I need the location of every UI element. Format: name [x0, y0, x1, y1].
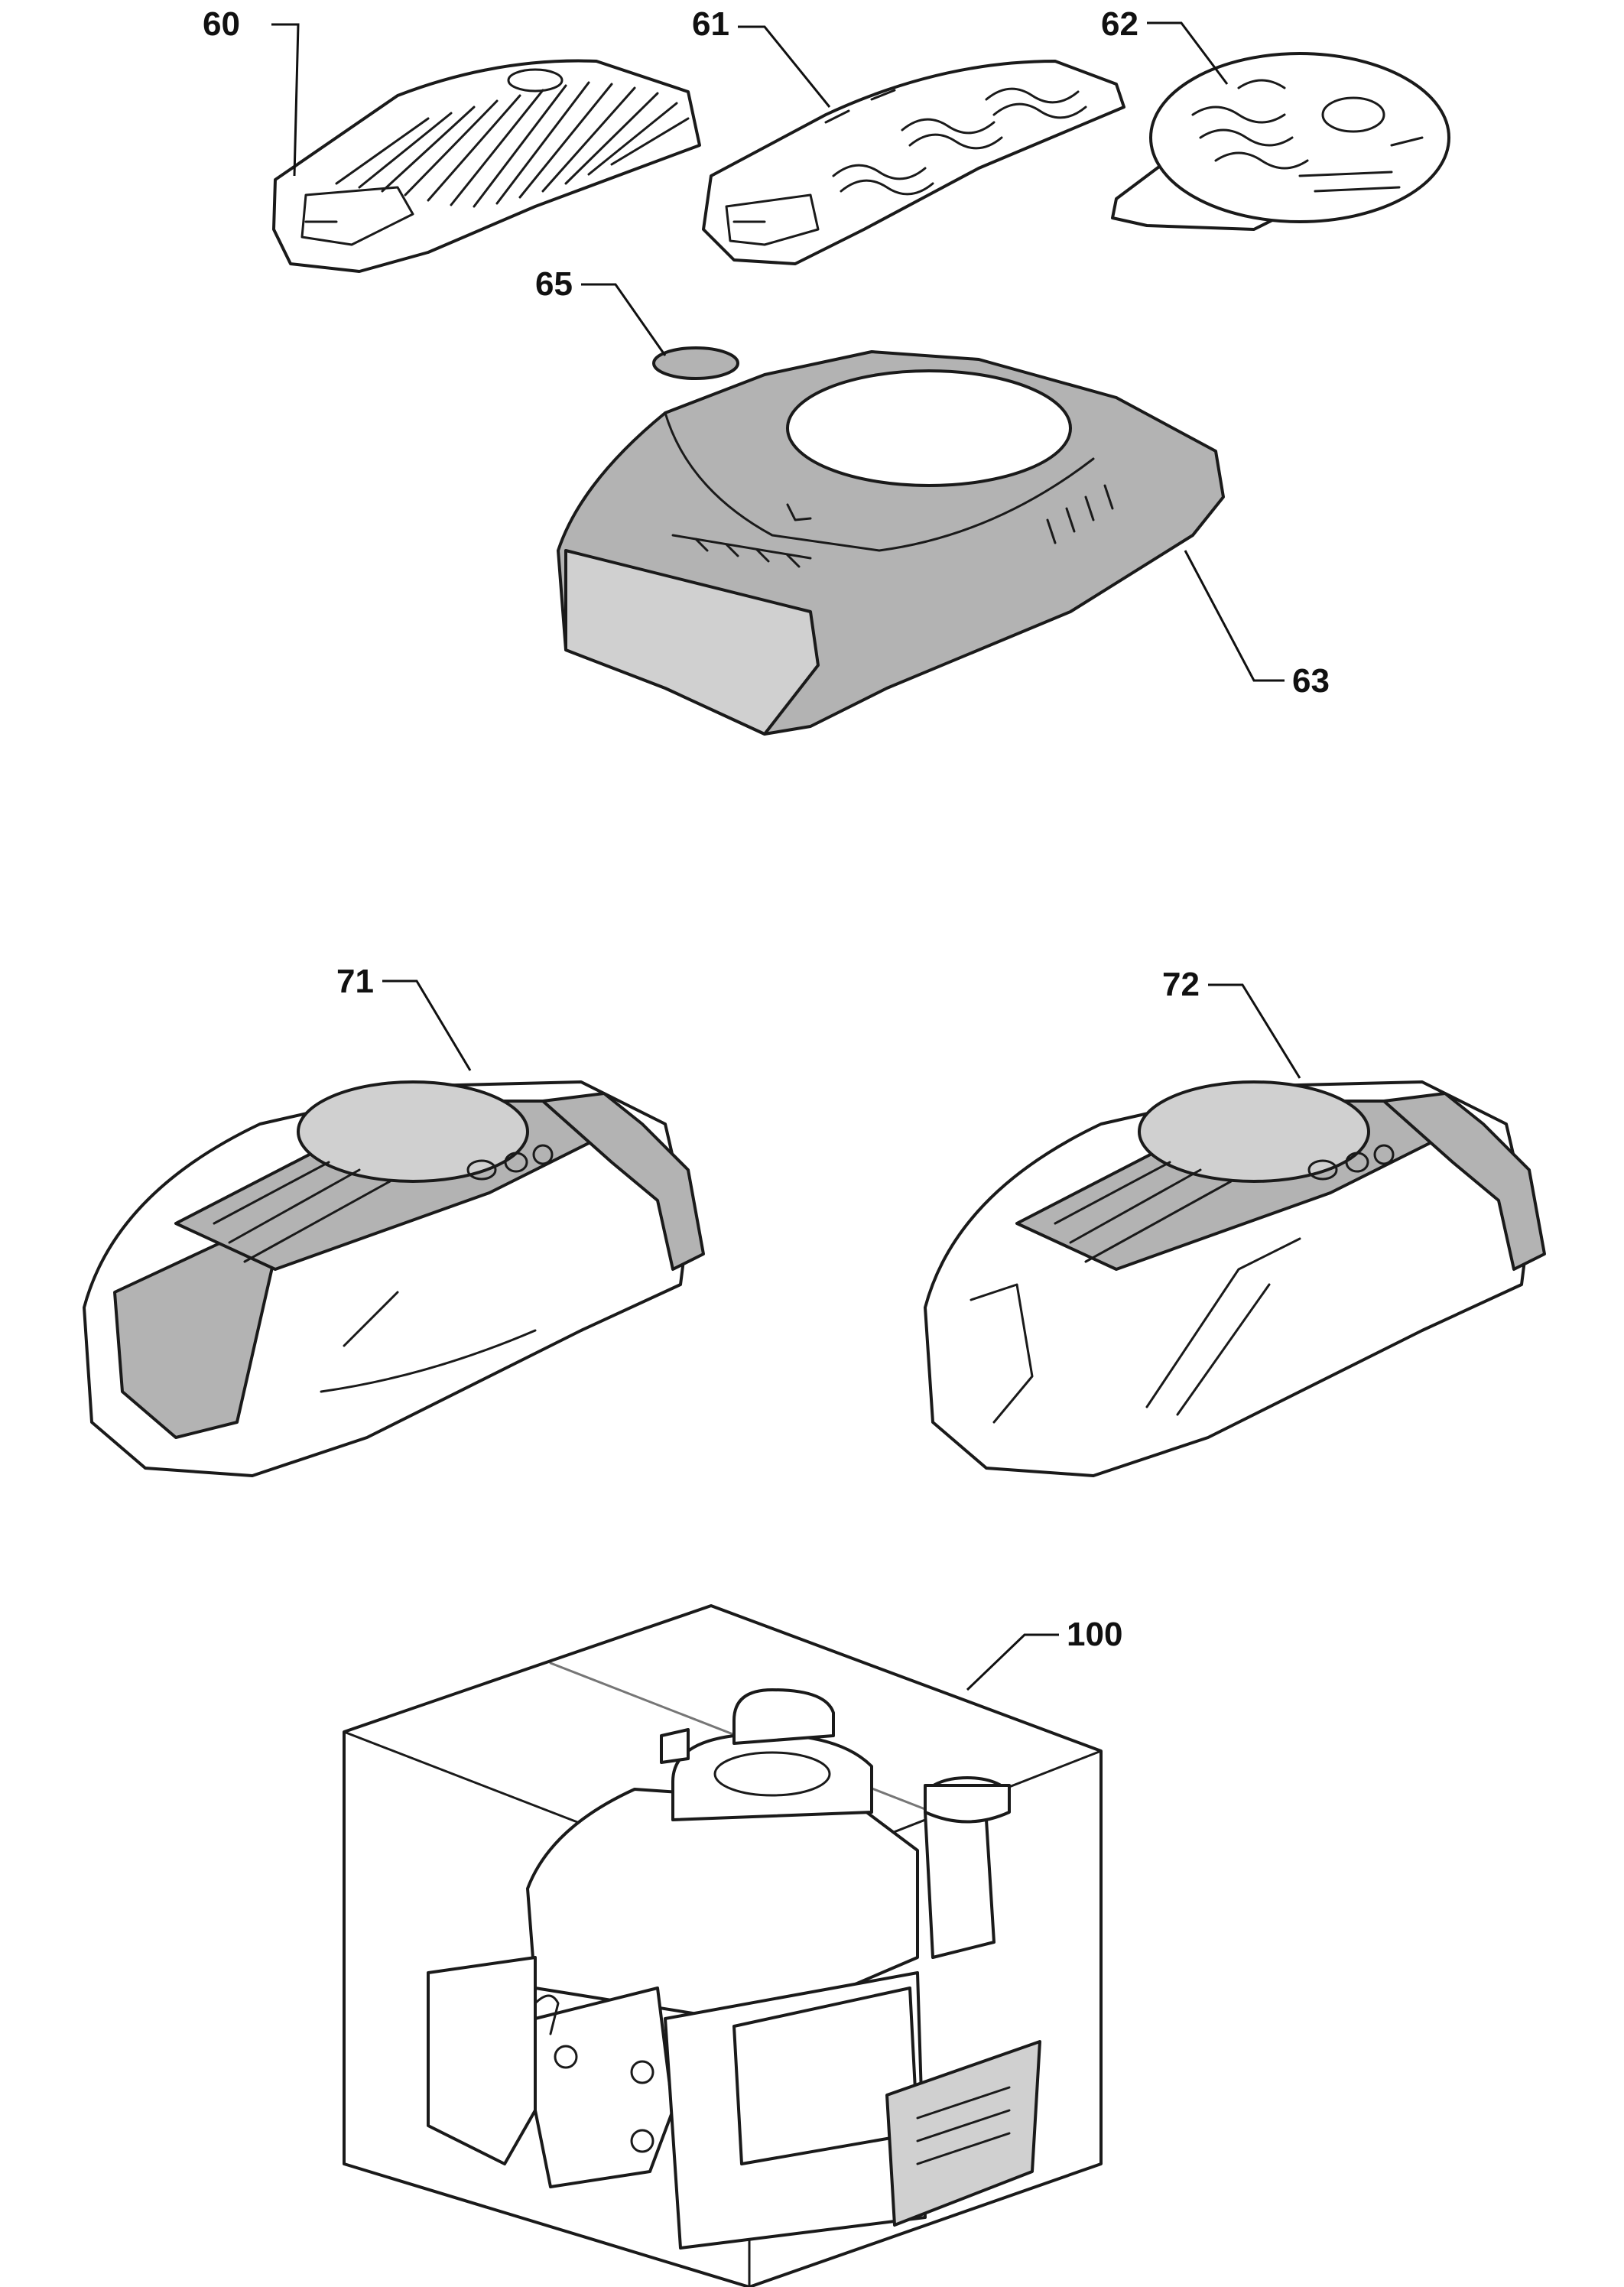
vent-slots-front: [694, 538, 801, 568]
part-62-round-cap[interactable]: [1111, 52, 1450, 231]
leader-65: [581, 283, 667, 356]
callout-63: 63: [1292, 662, 1330, 700]
hood-vents-71: [213, 1161, 391, 1263]
hood-vents-72: [1054, 1161, 1233, 1263]
leader-61: [738, 25, 831, 108]
leader-72: [1208, 983, 1301, 1079]
manual-pouch: [885, 2040, 1041, 2227]
hood-lights-72: [1307, 1144, 1395, 1181]
leader-62: [1147, 21, 1229, 85]
part-71-engine-hood[interactable]: [83, 1080, 705, 1477]
vent-slots-side: [1046, 484, 1114, 544]
leader-63: [1184, 550, 1285, 682]
cooling-fins: [335, 81, 690, 208]
callout-60: 60: [203, 5, 240, 43]
leader-71: [382, 979, 472, 1071]
cap-ribs: [1191, 79, 1424, 193]
callout-72: 72: [1162, 966, 1200, 1003]
callout-62: 62: [1101, 5, 1138, 43]
leader-60: [271, 23, 300, 177]
part-100-engine-box[interactable]: [343, 1604, 1103, 2287]
part-63-engine-cover[interactable]: [557, 350, 1225, 736]
pouch-lines: [916, 2086, 1011, 2165]
leader-100: [966, 1633, 1059, 1691]
callout-100: 100: [1067, 1616, 1122, 1653]
part-61-wavy-cover[interactable]: [702, 60, 1125, 265]
callout-71: 71: [336, 963, 374, 1000]
wave-pattern: [824, 87, 1087, 196]
part-60-finned-cover[interactable]: [272, 59, 701, 273]
part-65-disc-label[interactable]: [652, 346, 739, 380]
engine-unit: [427, 1688, 1011, 2250]
hood-lights-71: [466, 1144, 554, 1181]
callout-61: 61: [692, 5, 729, 43]
part-72-engine-hood[interactable]: [924, 1080, 1546, 1477]
callout-65: 65: [535, 265, 573, 303]
